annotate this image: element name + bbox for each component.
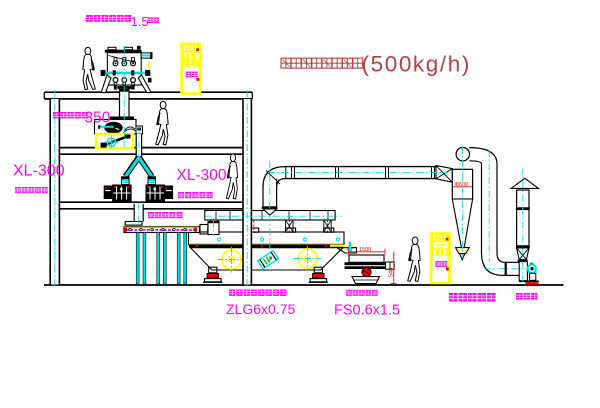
svg-text:Φ600: Φ600 <box>455 182 469 188</box>
svg-text:(500kg/h): (500kg/h) <box>362 52 471 77</box>
svg-text:XL-300: XL-300 <box>13 163 65 180</box>
svg-text:ZLG6x0.75: ZLG6x0.75 <box>226 301 295 317</box>
svg-text:350: 350 <box>85 110 111 127</box>
svg-text:FS0.6x1.5: FS0.6x1.5 <box>334 303 400 319</box>
svg-text:1500: 1500 <box>359 247 371 253</box>
svg-text:546: 546 <box>389 268 395 277</box>
svg-text:XL-300: XL-300 <box>177 167 227 184</box>
svg-text:1.5: 1.5 <box>131 14 149 29</box>
